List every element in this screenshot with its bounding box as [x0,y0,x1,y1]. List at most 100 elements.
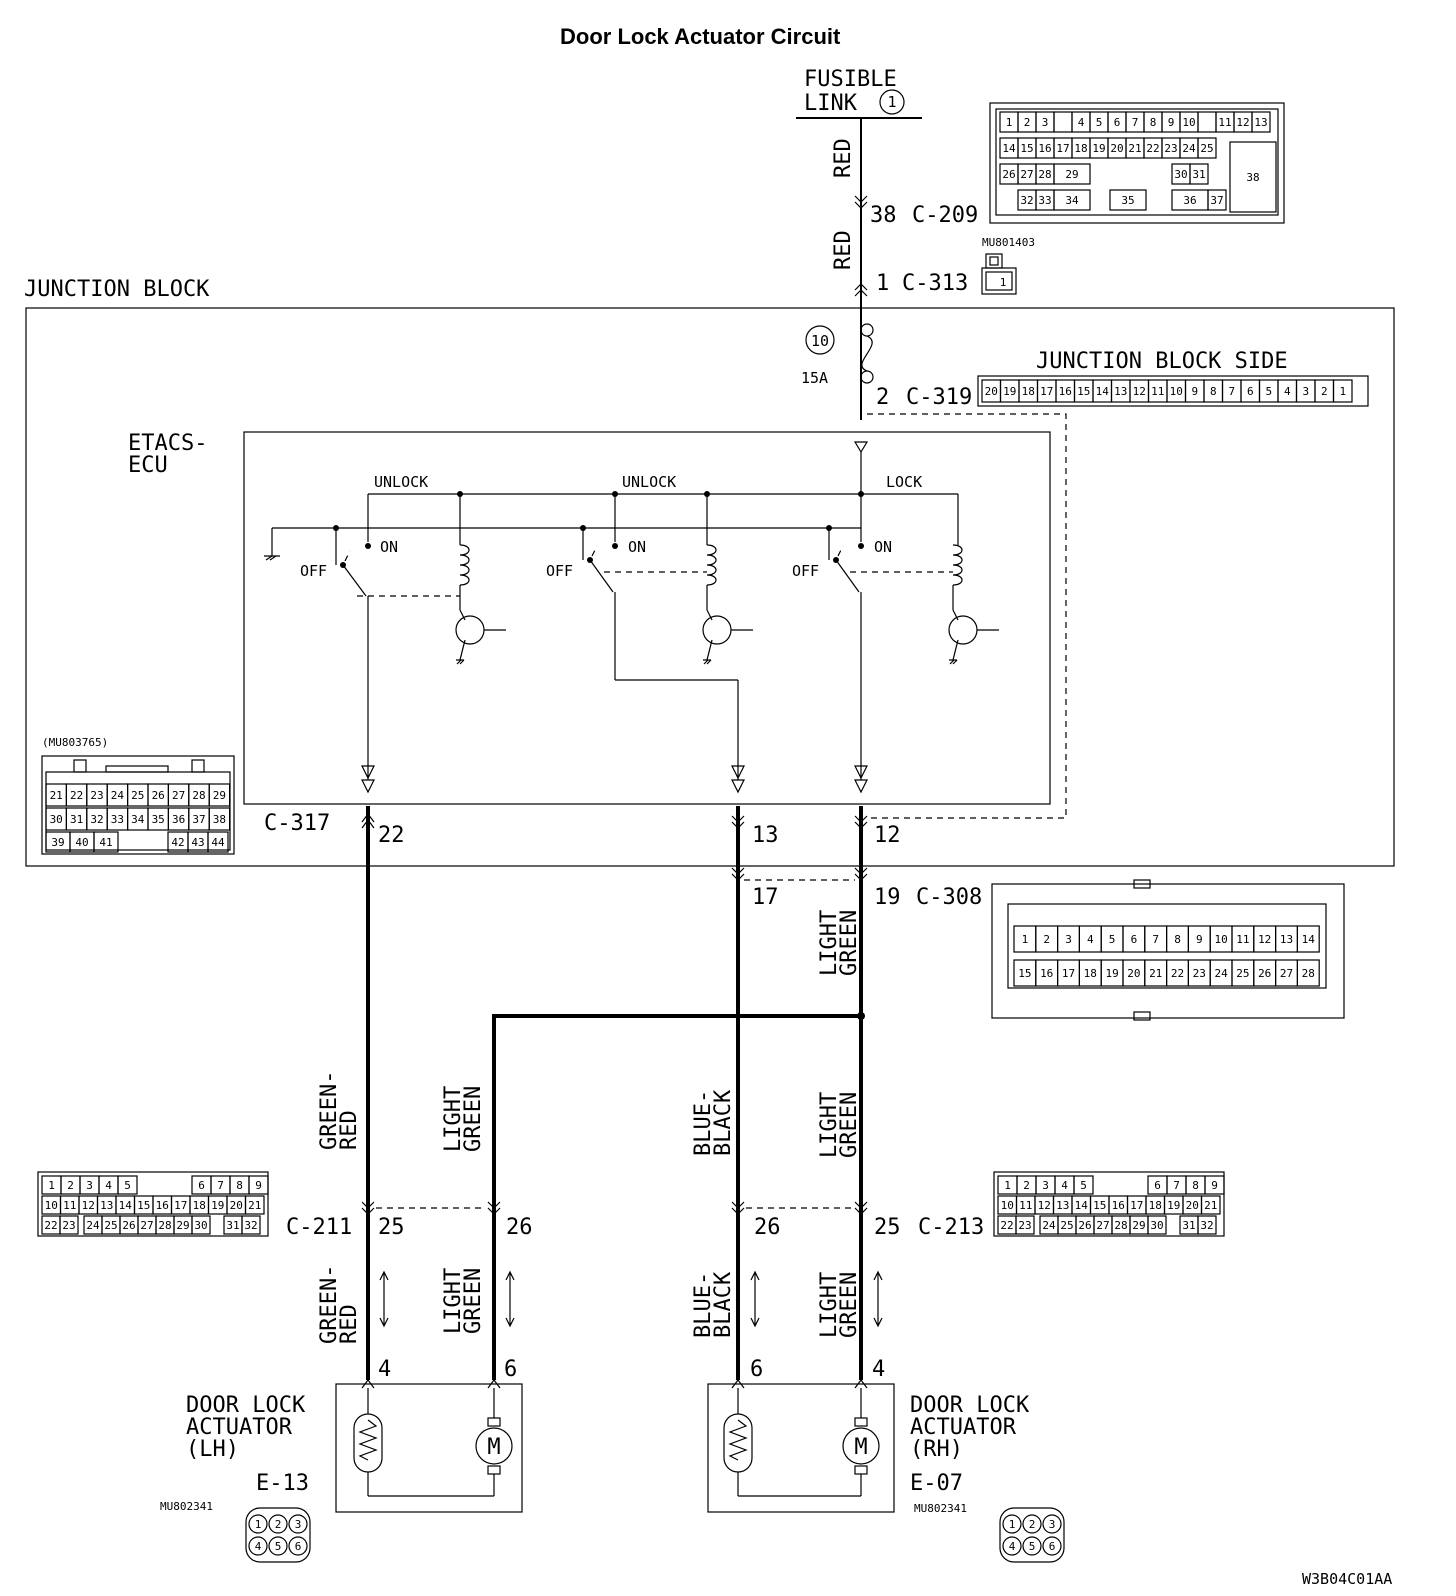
c209-pin-label: 12 [1236,116,1249,129]
c211-label: C-211 [286,1215,352,1240]
c213-pin25-mark [854,1201,868,1215]
c213-cells-cell [1197,1215,1217,1235]
lh-switch-element [358,1419,378,1461]
e13-cells-pin-label: 6 [295,1540,302,1553]
c211-pin25-mark [361,1201,375,1215]
junction-block-label: JUNCTION BLOCK [24,277,210,302]
fusible-link-label-1: FUSIBLE [804,67,897,92]
lh-switch-icon [353,1413,383,1473]
part-number-mu802341-lh: MU802341 [160,1500,213,1513]
wire-color-red-1: RED [831,138,856,178]
pin-12: 12 [874,823,901,848]
direction-arrow-3 [750,1270,760,1328]
c308-pin-label: 3 [1065,933,1072,946]
c213-cells-pin-label: 6 [1154,1179,1161,1192]
ecu-output-terminal-12 [854,765,868,794]
c209-pin-label: 30 [1174,168,1187,181]
c209-pin-label: 27 [1020,168,1033,181]
e13-cells-cell [248,1514,268,1534]
c211-cells-pin-label: 28 [158,1219,171,1232]
c209-pin-label: 28 [1038,168,1051,181]
c313-label: C-313 [902,271,968,296]
c317-cell [208,783,231,807]
e13-cells-cell [268,1536,288,1556]
pin13-mark [731,815,745,829]
rh-motor-symbol: M [854,1435,867,1460]
wire-color-blue-dash-2: BLUE- [691,1272,716,1338]
c319-pin-label: 19 [1003,385,1016,398]
wire-color-green-5: GREEN [837,1272,862,1338]
door-lock-actuator-rh-box [707,1383,895,1513]
c211-cells-pin-label: 9 [255,1179,262,1192]
c317-pin-label: 25 [131,789,144,802]
e07-cells-cell [1022,1536,1042,1556]
c211-cells-pin-label: 10 [45,1199,58,1212]
c308-pin-label: 12 [1258,933,1271,946]
e13-cells-pin-label: 1 [255,1518,262,1531]
c211-cells-pin-label: 20 [230,1199,243,1212]
c319-pin-label: 7 [1228,385,1235,398]
c317-pin-label: 41 [99,836,112,849]
c213-cells-pin-label: 9 [1211,1179,1218,1192]
c213-cells-pin-label: 2 [1023,1179,1030,1192]
c211-cells-pin-label: 22 [44,1219,57,1232]
c209-pin-label: 7 [1132,116,1139,129]
c319-pin-label: 2 [1321,385,1328,398]
fuse-terminal-top [860,323,874,337]
c319-pin-label: 11 [1151,385,1164,398]
ecu-output-terminal-13 [731,765,745,794]
c308-pin-label: 20 [1127,967,1140,980]
rh-motor-icon [842,1427,880,1465]
c209-pin-label: 10 [1182,116,1195,129]
fuse-number: 10 [811,332,829,350]
c209-pin-label: 19 [1092,142,1105,155]
c213-cells-pin-label: 8 [1192,1179,1199,1192]
ecu-label-1: ETACS- [128,431,207,456]
lh-motor-brush-top [487,1417,501,1427]
wire-color-red-3: RED [337,1110,362,1150]
c213-pin-a: 26 [754,1215,781,1240]
relay-1-on-label: ON [380,538,398,556]
c209-cell [1053,111,1073,133]
wire-color-blue-dash-1: BLUE- [691,1090,716,1156]
wire-color-green-dash-1: GREEN- [317,1071,342,1150]
c308-cell [1296,925,1320,953]
ecu-label-2: ECU [128,453,168,478]
lh-motor-symbol: M [487,1435,500,1460]
c211-cells-pin-label: 16 [156,1199,169,1212]
ecu-unlock-label-2: UNLOCK [622,473,676,491]
relay-unlock-1 [333,491,506,780]
c319-pin-label: 10 [1170,385,1183,398]
c209-pin-label: 2 [1024,116,1031,129]
relay-1-off-label: OFF [300,562,327,580]
c308-pin-b: 19 [874,885,901,910]
c308-pin-label: 21 [1149,967,1162,980]
pin12-mark [854,815,868,829]
wire-color-light-5: LIGHT [817,1272,842,1338]
c211-cells-pin-label: 18 [193,1199,206,1212]
lh-actuator-label-1: DOOR LOCK [186,1393,306,1418]
c209-pin-label: 20 [1110,142,1123,155]
c319-pin-label: 8 [1210,385,1217,398]
c308-pin-label: 24 [1214,967,1228,980]
c213-cells-cell [1073,1175,1094,1195]
c308-pin-label: 5 [1109,933,1116,946]
c209-pin-label: 25 [1200,142,1213,155]
c213-cells-pin-label: 30 [1150,1219,1163,1232]
c211-cells-pin-label: 1 [48,1179,55,1192]
c319-pin-label: 1 [1339,385,1346,398]
c209-pin-label: 16 [1038,142,1051,155]
wire-color-green-dash-2: GREEN- [317,1265,342,1344]
c319-pin-label: 14 [1096,385,1110,398]
c213-cells-pin-label: 12 [1038,1199,1051,1212]
c317-cell [208,807,231,831]
c211-pin26-mark [487,1201,501,1215]
c319-pin-label: 18 [1022,385,1035,398]
rh-pin-b: 4 [872,1357,885,1382]
c211-cells-pin-label: 32 [244,1219,257,1232]
c211-cells-pin-label: 3 [86,1179,93,1192]
lh-motor-icon [475,1427,513,1465]
wire-color-green-2: GREEN [461,1086,486,1152]
c317-pin22-mark [361,813,375,829]
